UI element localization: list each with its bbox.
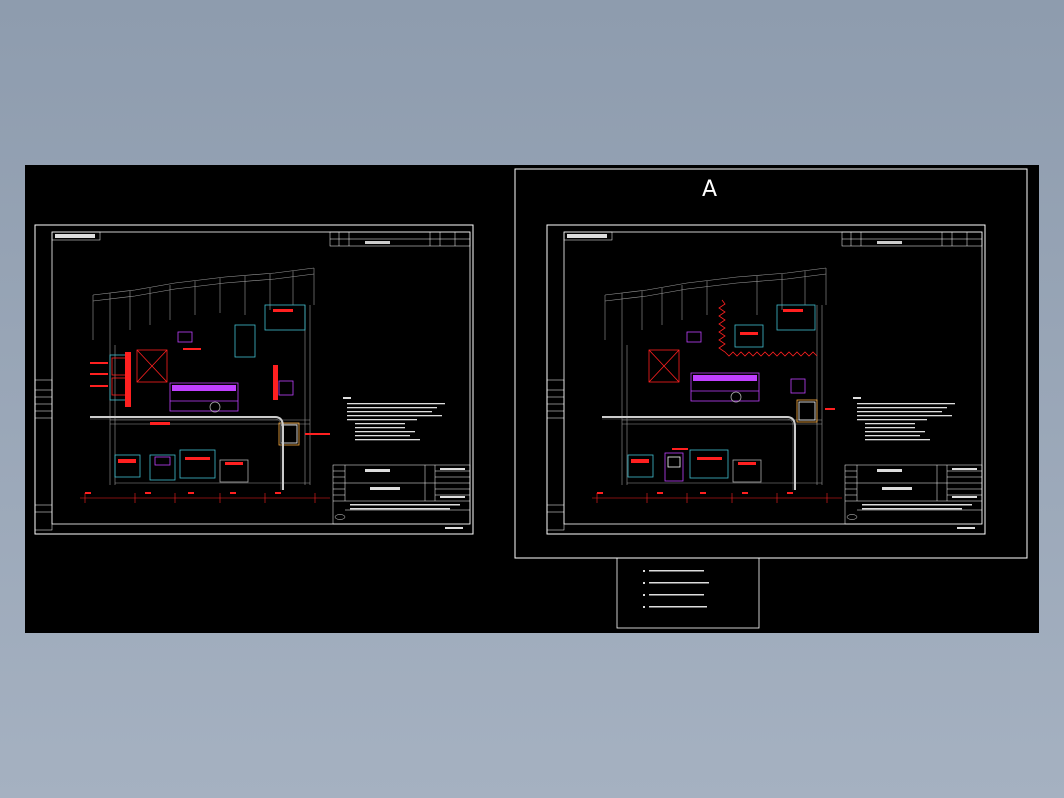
left-sheet-border bbox=[34, 224, 474, 535]
right-notes bbox=[853, 397, 955, 441]
right-labels bbox=[672, 408, 835, 450]
left-equipment bbox=[109, 304, 306, 483]
right-outer-frame bbox=[514, 168, 1028, 559]
right-title-block bbox=[844, 464, 983, 525]
left-dimension-line bbox=[80, 493, 330, 503]
right-sheet: A bbox=[514, 168, 1028, 629]
right-pipe bbox=[602, 416, 796, 490]
left-title-block bbox=[332, 464, 471, 525]
left-side-stamp bbox=[34, 379, 53, 531]
sheet-letter: A bbox=[702, 177, 717, 202]
left-notes bbox=[343, 397, 445, 441]
right-sheet-border bbox=[546, 224, 986, 535]
notes-box bbox=[616, 557, 760, 629]
right-revision-table bbox=[841, 231, 983, 247]
cad-drawing: A bbox=[34, 168, 1028, 629]
cad-viewport[interactable]: A bbox=[25, 165, 1039, 633]
left-revision-table bbox=[329, 231, 471, 247]
left-sheet-inner-frame bbox=[51, 231, 471, 525]
right-dimension-line bbox=[592, 493, 842, 503]
left-labels bbox=[90, 348, 330, 435]
right-equipment bbox=[627, 304, 818, 483]
right-revision-cloud bbox=[718, 299, 818, 357]
right-side-stamp bbox=[546, 379, 565, 531]
left-pipe bbox=[90, 416, 284, 490]
left-sheet bbox=[34, 224, 474, 535]
right-roof-structure bbox=[604, 267, 827, 485]
notes-box-lines bbox=[643, 570, 709, 608]
